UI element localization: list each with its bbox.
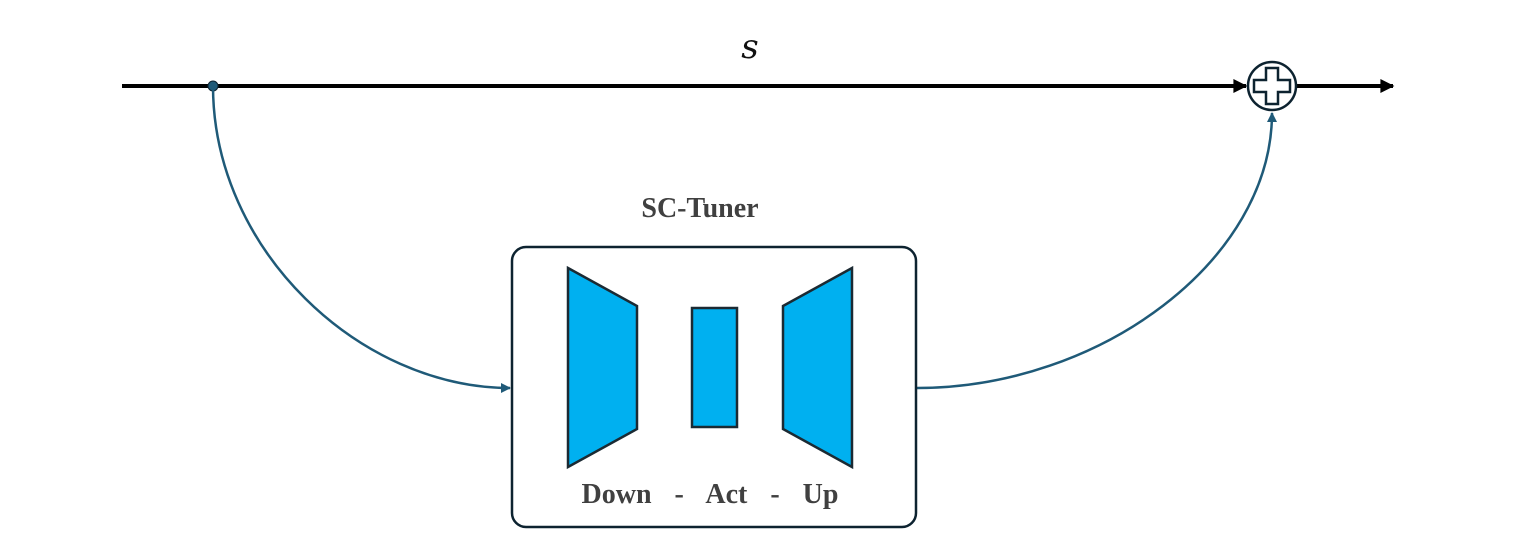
circled-plus-icon [1246,60,1298,112]
up-projection-block [781,265,854,470]
caption-act: Act [705,479,748,510]
module-title: SC-Tuner [641,193,758,224]
caption-up: Up [803,479,839,510]
caption-sep-2: - [770,479,779,510]
branch-curve-out [916,112,1277,390]
activation-block [690,306,739,429]
caption-sep-1: - [675,479,684,510]
down-projection-block [566,265,639,470]
skip-label: s [741,27,758,67]
module-caption: Down - Act - Up [582,479,839,510]
branch-curve-in [211,85,511,393]
caption-down: Down [582,479,652,510]
